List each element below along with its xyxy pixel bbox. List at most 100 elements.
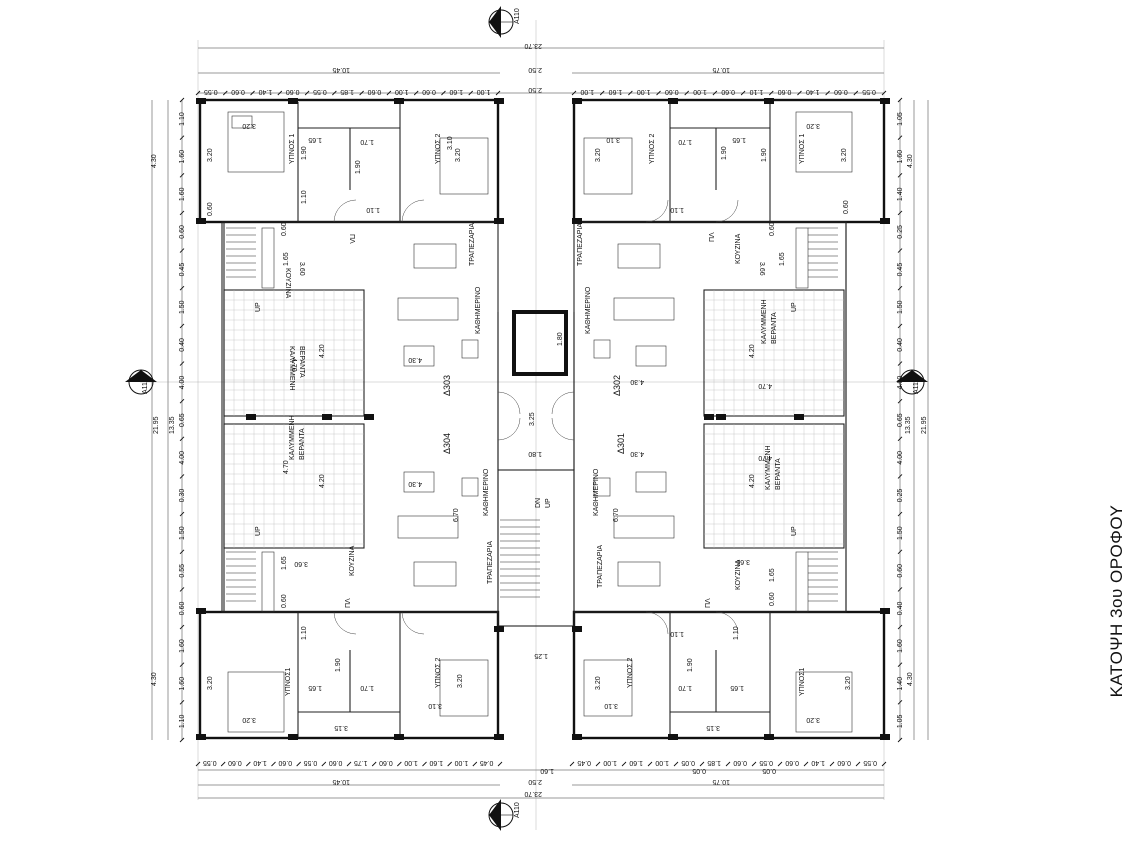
building-walls xyxy=(198,98,886,740)
rd: 3.20 xyxy=(242,716,256,723)
room-dining-br: ΤΡΑΠΕΖΑΡΙΑ xyxy=(597,545,604,588)
rd: 3.10 xyxy=(604,702,618,709)
rd: 3.20 xyxy=(806,716,820,723)
chain-dim: 1.00 xyxy=(655,759,669,766)
chain-dim: 1.60 xyxy=(179,639,186,653)
rd: 4.30 xyxy=(630,450,644,457)
dim-core: 2.50 xyxy=(528,66,542,73)
room-bedroom2-tl: ΥΠΝΟΣ 2 xyxy=(435,134,442,164)
room-bedroom1-tr: ΥΠΝΟΣ 1 xyxy=(799,134,806,164)
room-veranda-tr-2: ΒΕΡΑΝΤΑ xyxy=(771,312,778,344)
rd: 1.70 xyxy=(360,684,374,691)
chain-dim: 0.60 xyxy=(231,88,245,95)
rd: 1.65 xyxy=(308,136,322,143)
room-dining-tr: ΤΡΑΠΕΖΑΡΙΑ xyxy=(577,223,584,266)
rd: 4.30 xyxy=(630,378,644,385)
dim-core-2: 2.50 xyxy=(528,86,542,93)
rd: 1.10 xyxy=(670,206,684,213)
chain-dim: 1.50 xyxy=(179,300,186,314)
chain-dim: 0.25 xyxy=(897,225,904,239)
dim-mid-left: 13.35 xyxy=(169,416,176,434)
chain-dim: 1.10 xyxy=(749,88,763,95)
dim-wing-left-top: 4.30 xyxy=(151,154,158,168)
chain-dim: 1.40 xyxy=(258,88,272,95)
chain-dim: 1.50 xyxy=(179,526,186,540)
marker-num: 1 xyxy=(907,376,914,380)
rd: 4.30 xyxy=(408,356,422,363)
rd: 3.20 xyxy=(242,122,256,129)
rd: 3.20 xyxy=(595,676,602,690)
chain-dim: 0.65 xyxy=(179,413,186,427)
chain-dim: 1.00 xyxy=(580,88,594,95)
rd: 1.70 xyxy=(678,138,692,145)
room-kitchen-br: ΚΟΥΖΙΝΑ xyxy=(735,559,742,590)
chain-dim: 1.00 xyxy=(477,88,491,95)
room-veranda-br-1: ΚΑΛΥΜΜΕΝΗ xyxy=(765,445,772,490)
rd: 3.66 xyxy=(736,558,750,565)
chain-dim: 0.60 xyxy=(179,602,186,616)
chain-dim: 1.60 xyxy=(897,150,904,164)
chain-dim: 0.60 xyxy=(329,759,343,766)
rd: 0.60 xyxy=(281,594,288,608)
marker-ref: A111 xyxy=(913,379,920,394)
chain-dim: 0.45 xyxy=(179,263,186,277)
marker-ref: A110 xyxy=(514,8,521,24)
room-bedroom2-br: ΥΠΝΟΣ 2 xyxy=(627,658,634,688)
dimension-lines xyxy=(151,47,929,799)
chain-dim: 1.40 xyxy=(897,677,904,691)
chain-dim: 0.25 xyxy=(897,489,904,503)
rd: 1.10 xyxy=(670,630,684,637)
rd: 3.10 xyxy=(428,702,442,709)
rd: 1.10 xyxy=(733,626,740,640)
rd: 1.65 xyxy=(281,556,288,570)
overall-dimensions: 23.70 10.45 2.50 10.75 2.50 23.70 10.45 … xyxy=(151,42,928,797)
rd: 4.70 xyxy=(290,358,297,372)
rd: 1.80 xyxy=(557,332,564,346)
room-labels: ΥΠΝΟΣ 1 ΥΠΝΟΣ 2 ΚΟΥΖΙΝΑ ΤΡΑΠΕΖΑΡΙΑ ΚΑΘΗΜ… xyxy=(255,134,806,696)
room-veranda-bl-1: ΚΑΛΥΜΜΕΝΗ xyxy=(289,415,296,460)
chain-dim: 0.55 xyxy=(179,564,186,578)
rd: 0.60 xyxy=(769,222,776,236)
chain-dim: 0.40 xyxy=(897,338,904,352)
chain-dim: 0.60 xyxy=(278,759,292,766)
rd: 1.65 xyxy=(730,684,744,691)
rd: 3.20 xyxy=(457,674,464,688)
rd: 1.70 xyxy=(678,684,692,691)
chain-dim: 1.60 xyxy=(429,759,443,766)
rd: 1.90 xyxy=(761,148,768,162)
chain-dim: 0.55 xyxy=(759,759,773,766)
chain-dim: 1.60 xyxy=(179,150,186,164)
label-up-tl: UP xyxy=(255,302,262,312)
chain-dim-extra: 0.05 xyxy=(762,767,776,774)
chain-dim: 1.00 xyxy=(637,88,651,95)
chain-dim: 0.65 xyxy=(897,413,904,427)
rd: 1.90 xyxy=(335,658,342,672)
rd: 3.60 xyxy=(298,262,305,276)
rd: 0.60 xyxy=(769,592,776,606)
marker-num: 1 xyxy=(136,376,143,380)
label-pl-tr: ΠΛ xyxy=(709,232,716,242)
rd: 3.25 xyxy=(529,412,536,426)
room-bedroom2-tr: ΥΠΝΟΣ 2 xyxy=(649,134,656,164)
chain-dim: 4.00 xyxy=(179,376,186,390)
rd: 1.90 xyxy=(687,658,694,672)
rd: 4.20 xyxy=(749,474,756,488)
chain-dim: 1.10 xyxy=(179,714,186,728)
columns xyxy=(196,98,890,740)
chain-dim: 0.45 xyxy=(577,759,591,766)
chain-dim: 0.60 xyxy=(422,88,436,95)
marker-ref: A111 xyxy=(142,379,149,394)
chain-dim: 1.00 xyxy=(455,759,469,766)
label-pl-br: ΠΛ xyxy=(705,598,712,608)
chain-dim: 0.60 xyxy=(368,88,382,95)
chain-dim: 0.60 xyxy=(179,225,186,239)
chain-dim: 0.60 xyxy=(733,759,747,766)
rd: 3.20 xyxy=(207,148,214,162)
room-dining-tl: ΤΡΑΠΕΖΑΡΙΑ xyxy=(469,223,476,266)
dim-wing-right-top: 4.30 xyxy=(907,154,914,168)
room-kitchen-tl: ΚΟΥΖΙΝΑ xyxy=(284,268,291,299)
rd: 0.60 xyxy=(281,222,288,236)
marker-ref: A110 xyxy=(514,802,521,818)
apt-302: Δ302 xyxy=(612,375,622,396)
